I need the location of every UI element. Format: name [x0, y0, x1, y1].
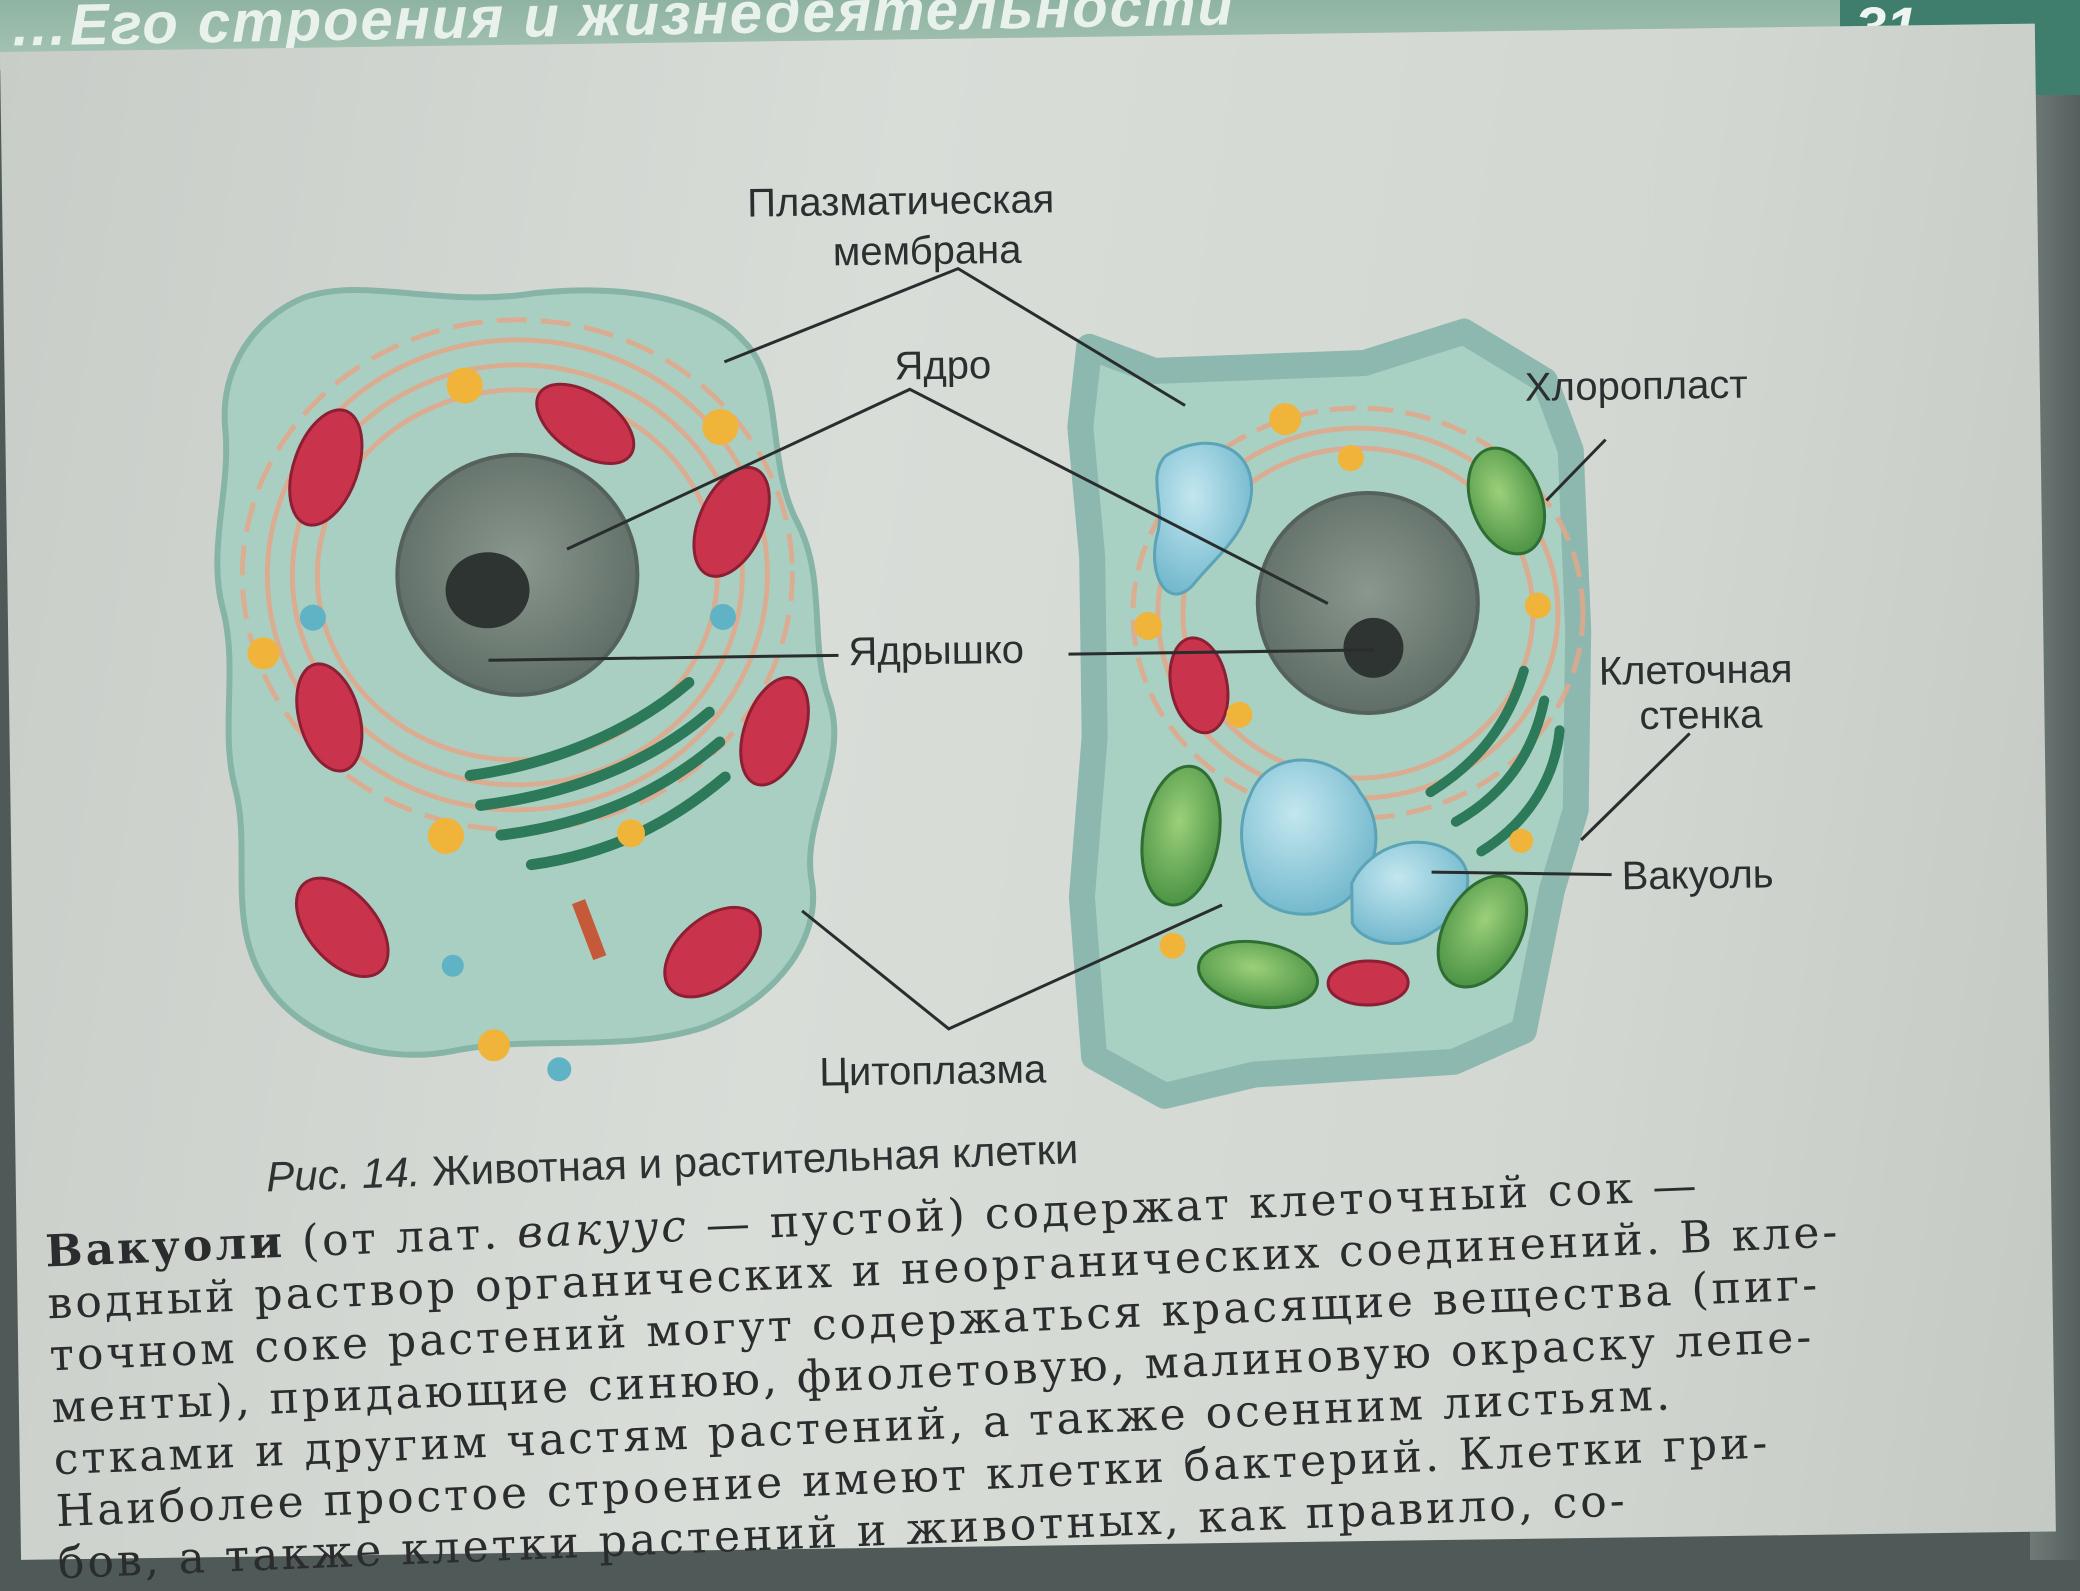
label-cell-wall-2: стенка — [1639, 692, 1762, 738]
body-line-1a: (от лат. — [284, 1208, 518, 1268]
label-chloroplast: Хлоропласт — [1525, 363, 1748, 410]
label-nucleus: Ядро — [894, 343, 991, 388]
label-nucleolus: Ядрышко — [848, 628, 1024, 674]
label-plasma-membrane-2: мембрана — [833, 228, 1022, 275]
label-cell-wall-1: Клеточная — [1599, 647, 1793, 694]
body-paragraph: Вакуоли (от лат. вакуус — пустой) содерж… — [44, 1147, 2037, 1590]
animal-cell — [214, 283, 840, 1086]
plant-cell — [1074, 330, 1590, 1097]
term-vacuoles: Вакуоли — [44, 1217, 286, 1278]
label-plasma-membrane-1: Плазматическая — [747, 177, 1055, 225]
plant-nucleus — [1256, 491, 1479, 714]
label-cytoplasm: Цитоплазма — [819, 1047, 1047, 1094]
label-vacuole: Вакуоль — [1621, 852, 1774, 898]
textbook-page: Плазматическая мембрана Ядро Хлоропласт … — [0, 24, 2056, 1560]
figure-number: Рис. 14. — [265, 1148, 421, 1200]
latin-term: вакуус — [516, 1201, 690, 1259]
